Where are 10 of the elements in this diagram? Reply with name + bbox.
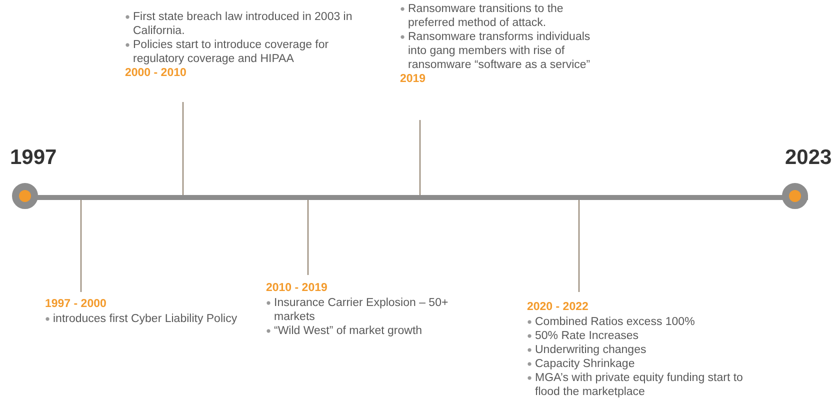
leader-line: [182, 102, 184, 196]
date-range-label: 2019: [400, 72, 427, 87]
leader-line: [80, 200, 82, 292]
date-range-label: 2010 - 2019: [266, 281, 328, 296]
date-range-label: 1997 - 2000: [45, 297, 108, 312]
year-label: 1997: [10, 146, 57, 170]
date-range-label: 2000 - 2010: [125, 66, 188, 81]
date-range-label: 2020 - 2022: [527, 300, 590, 315]
leader-line: [578, 200, 580, 292]
year-label: 2023: [785, 146, 832, 170]
